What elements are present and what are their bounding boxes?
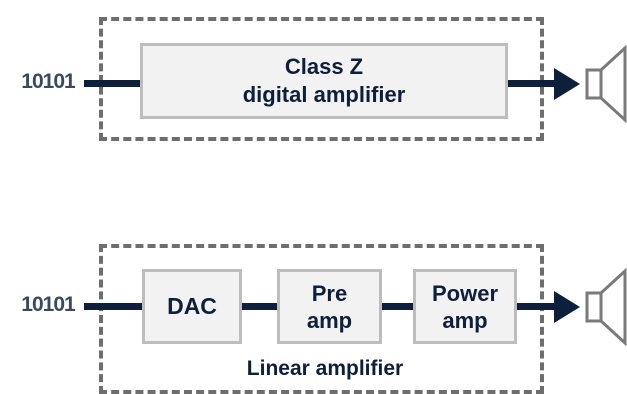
linear-input-line <box>84 303 144 310</box>
arrow-right-icon <box>554 68 580 100</box>
preamp-label-line1: Pre <box>311 280 348 306</box>
class-z-title-line1: Class Z <box>284 54 364 79</box>
preamp-block: Pre amp <box>277 269 382 344</box>
digital-amplifier-boundary <box>99 17 544 141</box>
digital-input-label: 10101 <box>21 70 75 93</box>
dac-to-preamp-line <box>242 303 278 310</box>
linear-amplifier-caption: Linear amplifier <box>200 357 450 382</box>
linear-output-line <box>517 303 560 310</box>
speaker-icon <box>585 44 627 124</box>
class-z-block: Class Z digital amplifier <box>140 43 508 119</box>
linear-input-label: 10101 <box>21 293 75 316</box>
power-amp-label-line2: amp <box>442 307 488 333</box>
digital-input-line <box>84 80 142 87</box>
dac-block: DAC <box>142 269 242 344</box>
class-z-title-line2: digital amplifier <box>242 82 406 107</box>
power-amp-label-line1: Power <box>431 280 499 306</box>
digital-output-line <box>508 80 560 87</box>
power-amp-block: Power amp <box>413 269 517 344</box>
speaker-icon <box>585 267 627 347</box>
dac-label: DAC <box>167 293 217 319</box>
preamp-to-power-line <box>382 303 414 310</box>
arrow-right-icon <box>554 291 580 323</box>
preamp-label-line2: amp <box>306 307 353 333</box>
